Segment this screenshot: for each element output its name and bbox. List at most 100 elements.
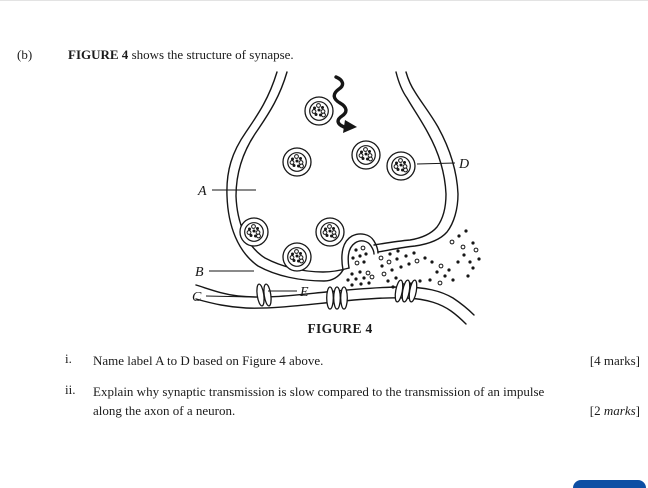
neurotransmitter-dot xyxy=(395,257,399,261)
postsynaptic-membrane-lower xyxy=(195,297,467,325)
neurotransmitter-dot xyxy=(354,248,358,252)
neurotransmitter-dot xyxy=(359,282,363,286)
neurotransmitter-dot xyxy=(360,245,366,251)
vesicle-granule xyxy=(299,252,302,255)
neurotransmitter-dot xyxy=(362,260,366,264)
vesicle-granule xyxy=(292,259,296,262)
neurotransmitter-dot xyxy=(468,260,472,264)
vesicle-granule xyxy=(316,103,321,108)
exocytosis-bump-inner xyxy=(347,240,375,269)
channel-subunit xyxy=(340,286,348,310)
channel-subunit xyxy=(408,279,418,303)
receptor-channel-layer xyxy=(256,279,418,310)
vesicle-granule xyxy=(403,167,408,173)
neurotransmitter-dot xyxy=(464,229,468,233)
neurotransmitter-dot xyxy=(381,271,387,277)
vesicle-granule xyxy=(292,164,296,167)
vesicle-granule xyxy=(313,106,316,110)
neurotransmitter-dot xyxy=(346,278,350,282)
neurotransmitter-dot xyxy=(443,274,447,278)
neurotransmitter-dot xyxy=(435,270,439,274)
neurotransmitter-dot xyxy=(460,244,466,250)
knob-inner-left xyxy=(235,71,350,273)
neurotransmitter-dot xyxy=(473,247,479,253)
vesicle-granule xyxy=(249,234,253,237)
neurotransmitter-dot xyxy=(414,258,420,264)
vesicle-granule xyxy=(246,230,252,235)
neurotransmitter-dot xyxy=(354,260,360,266)
neurotransmitter-dot xyxy=(350,272,354,276)
neurotransmitter-dot xyxy=(386,259,392,265)
neurotransmitter-dot xyxy=(365,270,371,276)
neurotransmitter-dot xyxy=(396,249,400,253)
neurotransmitter-dot xyxy=(430,260,434,264)
neurotransmitter-dot xyxy=(404,254,408,258)
receptor-channel xyxy=(394,279,418,303)
vesicle-granule xyxy=(325,234,329,237)
neurotransmitter-dot xyxy=(462,253,466,257)
synaptic-vesicle xyxy=(239,217,269,247)
vesicle-granule xyxy=(248,227,251,231)
vesicle-granule xyxy=(295,254,299,258)
vesicle-granule xyxy=(295,159,299,163)
figure-label-a: A xyxy=(197,184,207,199)
vesicle-granule xyxy=(361,157,365,160)
neurotransmitter-dot xyxy=(364,252,368,256)
neurotransmitter-dot xyxy=(362,276,366,280)
neurotransmitter-dot xyxy=(457,234,461,238)
neurotransmitter-dot xyxy=(386,279,390,283)
question-ii-text: Explain why synaptic transmission is slo… xyxy=(93,382,568,420)
vesicle-granule xyxy=(363,147,368,152)
vesicle-granule xyxy=(399,163,403,167)
impulse-arrow-icon xyxy=(332,75,357,133)
receptor-channel xyxy=(326,286,348,310)
synaptic-vesicle xyxy=(315,217,345,247)
synaptic-vesicle xyxy=(304,96,334,126)
vesicle-granule xyxy=(368,156,373,162)
neurotransmitter-dot xyxy=(358,254,362,258)
neurotransmitter-dot xyxy=(369,274,375,280)
postsynaptic-membrane-upper xyxy=(195,284,475,316)
neurotransmitter-dot xyxy=(447,268,451,272)
figure-label-b: B xyxy=(195,265,204,280)
question-i-marks: [4 marks] xyxy=(589,353,640,368)
question-ii-marks: [2 marks] xyxy=(590,403,640,419)
neurotransmitter-dot xyxy=(388,252,392,256)
impulse-squiggle xyxy=(332,75,348,129)
vesicle-granule xyxy=(289,255,295,260)
neurotransmitter-dot xyxy=(380,264,384,268)
vesicle-granule xyxy=(294,154,299,159)
neurotransmitter-dot xyxy=(358,270,362,274)
intro-figure-ref: FIGURE 4 xyxy=(68,47,129,62)
vesicle-granule xyxy=(299,163,304,169)
question-i-text: Name label A to D based on Figure 4 abov… xyxy=(93,353,324,368)
vesicle-granule xyxy=(324,227,327,231)
vesicle-granule xyxy=(322,230,328,235)
vesicle-granule xyxy=(311,109,317,114)
synaptic-vesicle xyxy=(386,151,416,181)
bottom-button-fragment[interactable] xyxy=(573,480,646,488)
synaptic-vesicle xyxy=(282,147,312,177)
channel-subunit xyxy=(333,286,341,310)
vesicle-granule xyxy=(321,112,326,118)
neurotransmitter-dot xyxy=(350,283,354,287)
vesicle-granule xyxy=(256,227,259,230)
exocytosis-bump-outer xyxy=(341,233,379,271)
figure-label-c: C xyxy=(192,290,202,305)
neurotransmitter-dot xyxy=(471,266,475,270)
vesicle-granule xyxy=(289,160,295,165)
vesicle-granule xyxy=(291,157,294,161)
question-ii-line2: along the axon of a neuron. xyxy=(93,403,236,418)
intro-rest: shows the structure of synapse. xyxy=(128,47,294,62)
vesicle-granule xyxy=(332,233,337,239)
neurotransmitter-dot xyxy=(351,256,355,260)
neurotransmitter-dot xyxy=(451,278,455,282)
neurotransmitter-dot xyxy=(428,278,432,282)
vesicle-granule xyxy=(317,108,321,112)
neurotransmitter-dot xyxy=(418,279,422,283)
vesicle-granule xyxy=(299,258,304,264)
knob-inner-right xyxy=(373,71,447,246)
